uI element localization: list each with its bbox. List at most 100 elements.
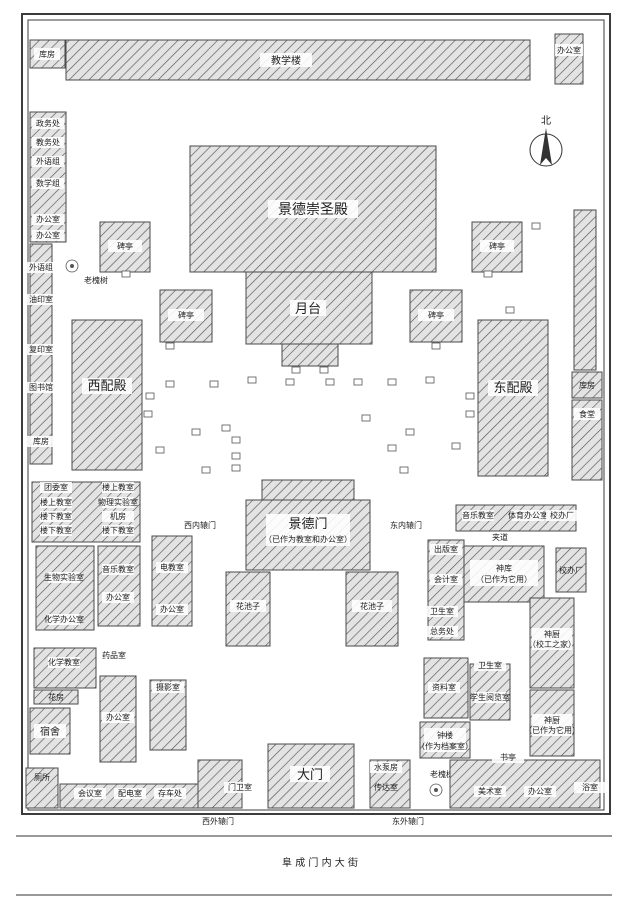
west-column-label-bg	[32, 230, 64, 241]
east-south-room-label: 出版室	[434, 544, 458, 554]
stone-marker	[531, 222, 541, 230]
east-south-room-label-bg	[474, 692, 506, 703]
east-south-room-label-bg	[114, 788, 146, 799]
east-south-room-label-bg	[426, 606, 458, 617]
west-column-label: 政务处	[36, 118, 60, 128]
east-south-room-label-bg	[462, 510, 494, 521]
west-south-room-label-bg	[102, 712, 134, 723]
west-column-label-bg	[25, 262, 57, 273]
stone-marker	[247, 376, 257, 384]
west-column-label: 库房	[33, 436, 49, 446]
stone-marker	[143, 410, 153, 418]
west-room-label: 楼下教室	[102, 525, 134, 535]
west-column-label-bg	[32, 178, 64, 189]
north-arrow-icon: 北	[529, 115, 563, 167]
shenchu-note: （校工之家）	[528, 639, 576, 649]
east-south-room-label-bg	[546, 510, 578, 521]
jingde-gate-note: （已作为教室和办公室）	[264, 534, 352, 544]
west-room-label: 团委室	[44, 482, 68, 492]
west-hall	[71, 319, 143, 471]
east-south-room-label-bg	[474, 786, 506, 797]
west-column-label-bg	[32, 214, 64, 225]
east-south-room-label: 浴室	[582, 782, 598, 792]
jingde-gate-steps-n	[261, 479, 355, 501]
main-hall-label: 景德崇圣殿	[278, 202, 348, 218]
outer-wall	[21, 13, 611, 815]
shenku-1-note: （已作为它用）	[476, 574, 532, 584]
west-south-room-label: 电教室	[160, 562, 184, 572]
east-south-room-label-bg	[512, 510, 544, 521]
stele-pavilion-w-label: 碑亭	[178, 310, 194, 320]
west-south-room-label-bg	[98, 650, 130, 661]
west-column-label-bg	[32, 137, 64, 148]
toilet	[25, 767, 59, 809]
west-room-label: 楼上教室	[40, 497, 72, 507]
west-room-label-bg	[40, 511, 72, 522]
east-south-room-label: 门卫室	[228, 782, 252, 792]
street-caption: 阜 成 门 内 大 街	[282, 856, 358, 869]
west-column-label-bg	[32, 156, 64, 167]
west-room-label-bg	[102, 497, 134, 508]
stone-marker	[387, 378, 397, 386]
west-south-room-label: 音乐教室	[102, 564, 134, 574]
west-room-label-bg	[102, 525, 134, 536]
tree-icon	[429, 783, 443, 797]
west-column-label-bg	[25, 382, 57, 393]
west-south-labels: 生物实验室化学办公室化学教室办公室音乐教室电教室办公室药品室摄影室办公室	[44, 562, 188, 723]
stone-marker	[431, 342, 441, 350]
west-room-label: 楼下教室	[40, 511, 72, 521]
old-tree-2-label: 老槐树	[430, 769, 454, 779]
watchman-label: 传达室	[374, 782, 398, 792]
stone-marker	[353, 378, 363, 386]
east-south-room-label: 体育办公室	[508, 510, 548, 520]
east-south-labels: 出版室会计室卫生室卫生室总务处学生阅览室资料室美术室办公室书亭音乐教室体育办公室…	[74, 510, 606, 799]
stone-marker	[405, 428, 415, 436]
west-room-label-bg	[102, 482, 134, 493]
shenchu-2-note: （已作为它用）	[524, 725, 580, 735]
stone-markers	[121, 222, 541, 474]
west-south-room-label-bg	[48, 614, 80, 625]
stone-marker	[209, 380, 219, 388]
passage-label: 夹道	[492, 532, 508, 542]
stone-marker	[319, 366, 329, 374]
east-inner-gate-label: 东内辕门	[390, 520, 422, 530]
greenhouse-label: 花房	[48, 692, 64, 702]
yuetai-steps	[281, 343, 339, 367]
stone-marker	[361, 414, 371, 422]
east-south-room-label: 存车处	[158, 788, 182, 798]
west-south-room-label: 化学办公室	[44, 614, 84, 624]
west-flower-pavilion-label: 花池子	[236, 601, 260, 611]
east-south-room-label: 音乐教室	[462, 510, 494, 520]
stone-marker	[483, 270, 493, 278]
west-south-room-label-bg	[156, 604, 188, 615]
north-label: 北	[541, 115, 551, 127]
stone-marker	[231, 452, 241, 460]
east-hall-label: 东配殿	[493, 381, 532, 396]
east-south-room-label: 资料室	[432, 682, 456, 692]
west-outer-gate-label: 西外辕门	[202, 816, 234, 826]
top-right-office	[554, 33, 584, 85]
west-room-label: 楼下教室	[40, 525, 72, 535]
east-south-room-label: 校办厂	[550, 510, 574, 520]
west-column-label-bg	[25, 344, 57, 355]
stone-marker	[165, 342, 175, 350]
west-column-label-bg	[32, 118, 64, 129]
east-outer-gate-label: 东外辕门	[392, 816, 424, 826]
west-room-label: 物理实验室	[98, 497, 138, 507]
top-right-office-label: 办公室	[557, 45, 581, 55]
east-strip	[573, 209, 597, 371]
west-hall-label: 西配殿	[87, 379, 126, 394]
stone-marker	[291, 366, 301, 374]
west-column-label: 办公室	[36, 214, 60, 224]
old-tree-label: 老槐树	[84, 275, 108, 285]
west-south-room-label: 办公室	[160, 604, 184, 614]
toilet-label: 厕所	[34, 772, 50, 782]
stone-marker	[155, 446, 165, 454]
west-room-label: 楼上教室	[102, 482, 134, 492]
main-gate-label: 大门	[297, 768, 323, 783]
stone-marker	[231, 436, 241, 444]
east-south-room-label: 学生阅览室	[470, 692, 510, 702]
west-south-room-label: 药品室	[102, 650, 126, 660]
east-south-room-label-bg	[492, 752, 524, 763]
